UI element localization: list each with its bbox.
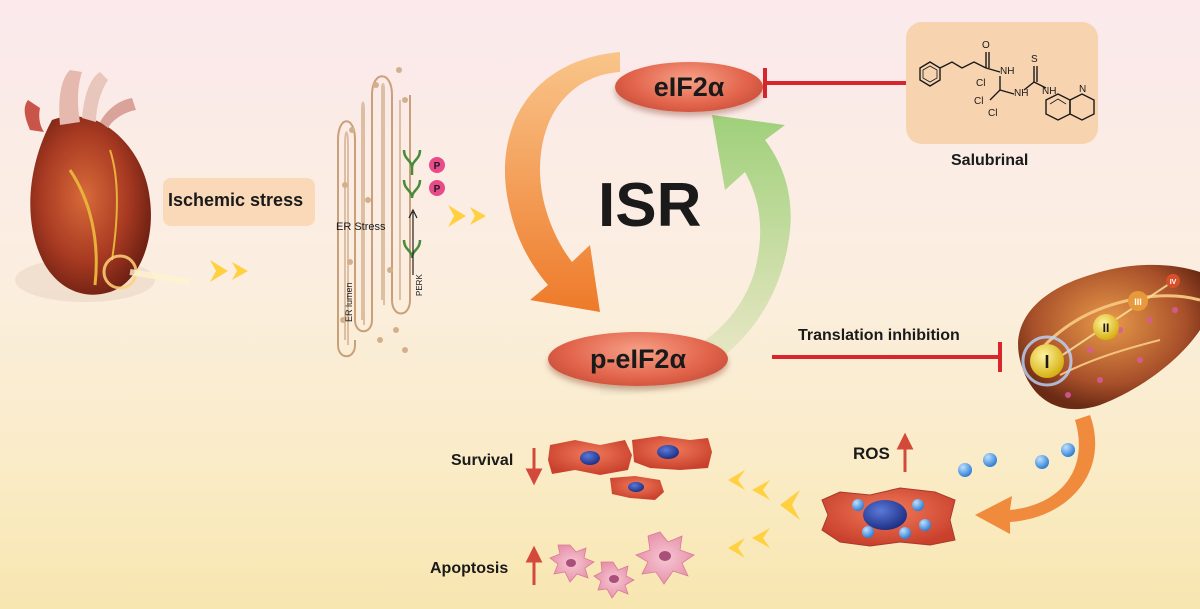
complex-2-label: II [1103, 321, 1110, 335]
translation-inhibition-line [772, 342, 1002, 372]
phospho-label-1: P [434, 161, 441, 172]
complex-1-label: I [1044, 352, 1049, 372]
heart-to-er-chevrons [210, 260, 248, 282]
atom-nh-1: NH [1000, 66, 1014, 77]
mitochondrion-illustration [1018, 264, 1200, 410]
atom-cl-1: Cl [976, 78, 985, 89]
perk-receptors [402, 149, 422, 259]
atom-s: S [1031, 54, 1038, 65]
er-lumen-label: ER lumen [344, 282, 354, 322]
complex-3-label: III [1134, 297, 1142, 307]
phospho-circles [429, 157, 445, 196]
eif2a-label: eIF2α [653, 71, 725, 102]
ros-up-arrow [896, 432, 914, 472]
isr-orange-arrow [504, 52, 620, 312]
phospho-label-2: P [434, 184, 441, 195]
apoptosis-label: Apoptosis [430, 560, 509, 577]
isr-label: ISR [598, 171, 702, 240]
survival-label: Survival [451, 452, 514, 469]
er-ribosome-dots [340, 67, 408, 353]
atom-n-ring: N [1079, 84, 1086, 95]
er-illustration [337, 75, 411, 358]
salubrinal-inhibition-line [763, 68, 908, 98]
complex-4-label: IV [1170, 279, 1177, 286]
salubrinal-label: Salubrinal [951, 152, 1029, 169]
ros-cell [821, 487, 956, 547]
atom-cl-2: Cl [974, 96, 983, 107]
atom-nh-3: NH [1042, 86, 1056, 97]
eif2a-oval: eIF2α [615, 62, 763, 112]
apoptosis-up-arrow [525, 545, 543, 585]
survival-down-arrow [525, 448, 543, 486]
survival-cells [548, 436, 712, 500]
cell-outcome-chevrons [728, 470, 800, 558]
isr-green-arrow [600, 115, 791, 396]
apoptosis-nuclei [566, 551, 671, 583]
p-eif2a-label: p-eIF2α [589, 343, 687, 374]
p-eif2a-oval: p-eIF2α [548, 332, 728, 386]
ischemic-stress-label: Ischemic stress [168, 190, 304, 210]
er-to-isr-chevrons [448, 205, 486, 227]
salubrinal-structure [919, 52, 1095, 121]
er-stress-label: ER Stress [336, 221, 386, 233]
translation-inhibition-label: Translation inhibition [798, 327, 960, 344]
salubrinal-box [906, 22, 1098, 144]
perk-label: PERK [415, 274, 424, 296]
mito-to-cell-arrow [975, 415, 1096, 534]
salubrinal-atom-labels: O NH NH S NH N Cl Cl Cl [974, 40, 1086, 119]
complex-labels: I II III IV [1044, 279, 1176, 372]
ros-dots [958, 443, 1075, 477]
ros-label: ROS [853, 444, 890, 463]
ischemic-stress-pill [163, 178, 315, 226]
perk-up-arrow [408, 208, 418, 275]
atom-o: O [982, 40, 990, 51]
heart-illustration [15, 70, 191, 302]
atom-nh-2: NH [1014, 88, 1028, 99]
atom-cl-3: Cl [988, 108, 997, 119]
